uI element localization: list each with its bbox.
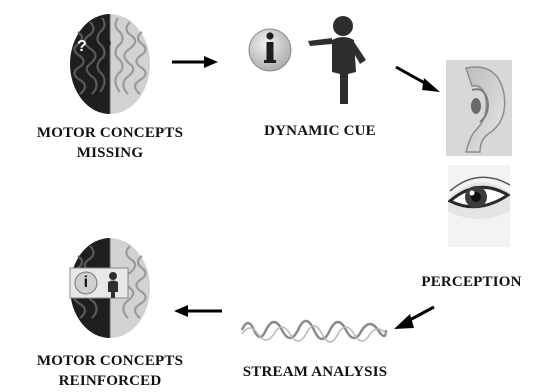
arrow-down-right [395, 65, 440, 92]
arrow-right-1 [172, 56, 218, 68]
motor-missing-label: MOTOR CONCEPTS MISSING [0, 123, 220, 163]
arrow-down-left [394, 305, 435, 329]
arrow-left [174, 305, 222, 317]
stream-analysis-label: STREAM ANALYSIS [242, 364, 388, 380]
brain-reinforced-icon [69, 238, 150, 338]
question-mark-right: ? [102, 38, 112, 55]
motor-missing-line2: MISSING [76, 145, 144, 161]
motor-missing-line1: MOTOR CONCEPTS [36, 125, 184, 141]
dynamic-cue-label: DYNAMIC CUE [264, 123, 376, 139]
stream-wave-icon [240, 319, 388, 343]
ear-icon [446, 60, 512, 156]
info-letter: i [83, 274, 89, 291]
dynamic-cue-icon [248, 16, 366, 104]
motor-reinforced-line1: MOTOR CONCEPTS [36, 353, 184, 369]
perception-label: PERCEPTION [421, 274, 522, 290]
brain-missing-icon [70, 14, 150, 114]
question-mark-left: ? [77, 38, 87, 55]
motor-reinforced-label: MOTOR CONCEPTS REINFORCED [0, 351, 220, 391]
motor-reinforced-line2: REINFORCED [58, 373, 162, 389]
eye-icon [448, 165, 510, 247]
